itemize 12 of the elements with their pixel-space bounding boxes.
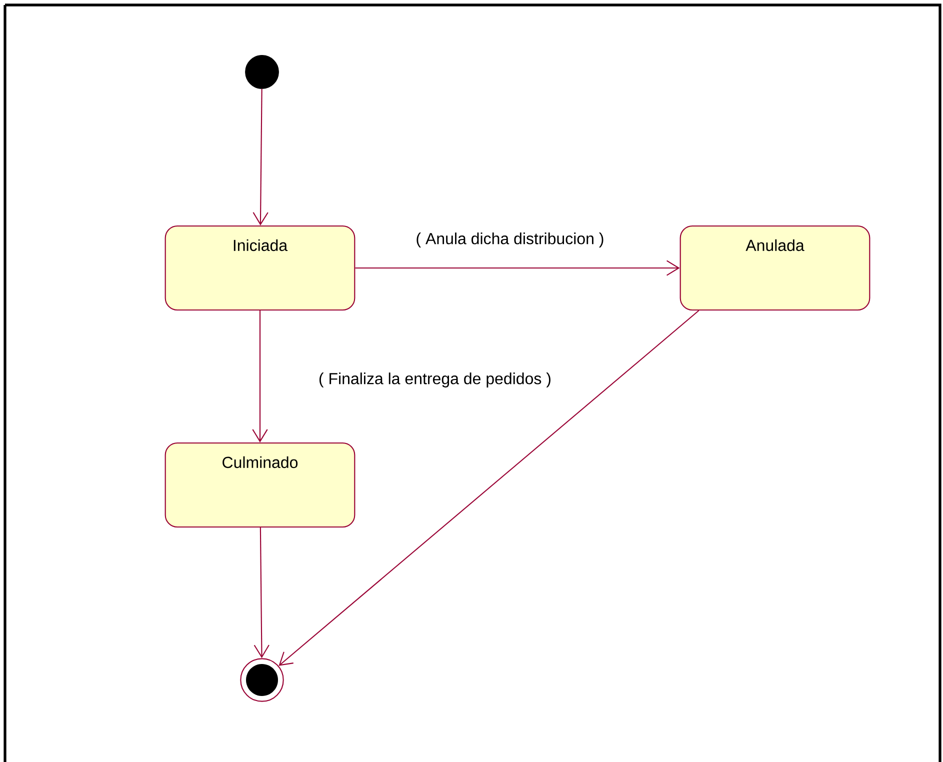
- arrow: [355, 260, 680, 276]
- arrow: [278, 310, 700, 666]
- edge-label: ( Anula dicha distribucion ): [414, 231, 606, 249]
- final-state: [240, 658, 284, 702]
- arrow: [254, 528, 270, 658]
- state-box: Anulada: [680, 225, 870, 311]
- initial-state: [245, 55, 279, 89]
- arrow: [252, 310, 268, 442]
- state-box: Iniciada: [164, 225, 356, 311]
- state-box: Culminado: [164, 442, 356, 528]
- edge-label: ( Finaliza la entrega de pedidos ): [317, 371, 553, 389]
- arrow: [252, 88, 268, 226]
